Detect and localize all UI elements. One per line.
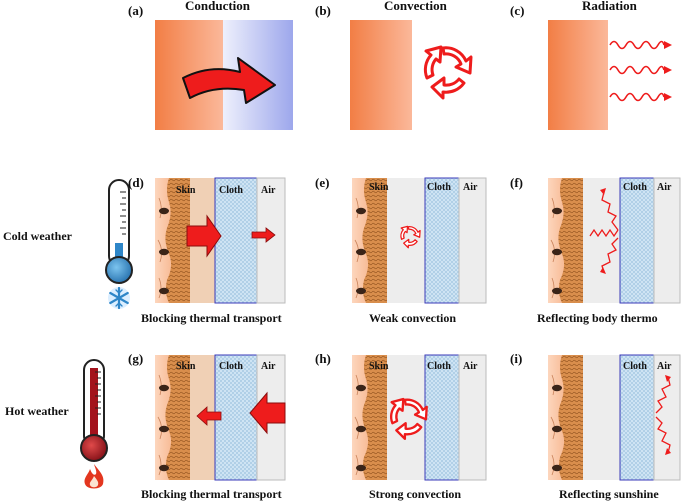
panel-e-caption: Weak convection xyxy=(369,311,456,325)
panel-d xyxy=(154,177,286,304)
panel-e-air-label: Air xyxy=(463,182,478,193)
panel-f xyxy=(547,177,681,304)
row-label-cold: Cold weather xyxy=(3,229,73,243)
panel-i-air-label: Air xyxy=(657,361,672,372)
panel-i-caption: Reflecting sunshine xyxy=(559,487,659,501)
panel-h-letter: (h) xyxy=(315,351,331,366)
heat-arrow-small-left-icon xyxy=(196,406,222,426)
panel-f-letter: (f) xyxy=(510,175,523,190)
panel-b-title: Convection xyxy=(384,0,448,13)
panel-g-caption: Blocking thermal transport xyxy=(141,487,282,501)
thermometer-hot-icon xyxy=(80,359,108,462)
panel-d-air-label: Air xyxy=(261,185,276,196)
heat-arrow-large-left-icon xyxy=(249,391,286,435)
panel-d-cloth-label: Cloth xyxy=(219,185,243,196)
fire-icon xyxy=(84,464,104,489)
panel-i-cloth-label: Cloth xyxy=(623,361,647,372)
reflected-sunshine-icon xyxy=(655,376,671,454)
panel-e-skin-label: Skin xyxy=(369,182,389,193)
panel-g xyxy=(154,354,286,481)
panel-b-convection xyxy=(350,20,473,130)
panel-c-radiation xyxy=(548,20,673,130)
panel-h xyxy=(351,354,487,481)
panel-c-title: Radiation xyxy=(582,0,638,13)
panel-d-skin-label: Skin xyxy=(176,185,196,196)
heat-arrow-large-icon xyxy=(186,214,222,258)
panel-g-cloth-label: Cloth xyxy=(219,361,243,372)
radiation-wave-icon xyxy=(609,92,673,102)
panel-a-letter: (a) xyxy=(128,3,143,18)
heat-arrow-small-icon xyxy=(251,227,276,243)
convection-swirl-icon xyxy=(423,45,473,100)
thermometer-cold-icon xyxy=(105,179,133,284)
panel-c-letter: (c) xyxy=(510,3,524,18)
panel-h-skin-label: Skin xyxy=(369,361,389,372)
radiation-wave-icon xyxy=(609,65,673,75)
panel-a-title: Conduction xyxy=(185,0,251,13)
panel-i xyxy=(547,354,681,481)
panel-h-caption: Strong convection xyxy=(369,487,461,501)
panel-g-air-label: Air xyxy=(261,361,276,372)
panel-e-letter: (e) xyxy=(315,175,329,190)
panel-d-caption: Blocking thermal transport xyxy=(141,311,282,325)
panel-f-cloth-label: Cloth xyxy=(623,182,647,193)
reflected-body-radiation-icon xyxy=(589,191,619,273)
panel-h-air-label: Air xyxy=(463,361,478,372)
panel-f-caption: Reflecting body thermo xyxy=(537,311,658,325)
panel-e-cloth-label: Cloth xyxy=(427,182,451,193)
radiation-wave-icon xyxy=(609,40,673,50)
snowflake-icon xyxy=(108,286,130,310)
panel-h-cloth-label: Cloth xyxy=(427,361,451,372)
panel-g-letter: (g) xyxy=(128,351,143,366)
conduction-arrow-icon xyxy=(182,57,276,104)
panel-g-skin-label: Skin xyxy=(176,361,196,372)
panel-f-air-label: Air xyxy=(657,182,672,193)
panel-e xyxy=(351,177,487,304)
panel-b-letter: (b) xyxy=(315,3,331,18)
panel-i-letter: (i) xyxy=(510,351,522,366)
panel-a-conduction xyxy=(155,20,293,130)
panel-d-letter: (d) xyxy=(128,175,144,190)
row-label-hot: Hot weather xyxy=(5,404,69,418)
